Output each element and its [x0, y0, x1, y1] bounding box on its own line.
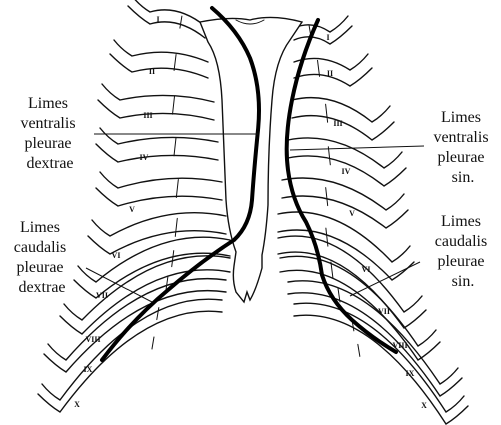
rib-left-10-upper-border — [294, 303, 464, 412]
leader-ventralis-sin — [290, 146, 424, 150]
rib-left-5-upper-border — [282, 178, 404, 210]
rib-left-3-lower-border — [292, 116, 394, 140]
rib-left-8-upper-border — [280, 256, 436, 346]
rib-numeral-left-4: IV — [342, 167, 351, 176]
rib-numeral-left-3: III — [333, 119, 342, 128]
rib-right-10-cartilage-junction — [152, 337, 154, 349]
label-caudalis-sin: Limes caudalis pleurae sin. — [435, 213, 491, 290]
rib-right-3-lower-border — [98, 100, 214, 120]
rib-right-6-cartilage-junction — [175, 218, 177, 236]
rib-numeral-right-7: VII — [96, 291, 108, 300]
label-ventralis-dextrae: Limes ventralis pleurae dextrae — [20, 95, 79, 172]
rib-numeral-right-1: I — [156, 15, 159, 24]
rib-numeral-left-9: IX — [406, 369, 415, 378]
rib-right-6-upper-border — [92, 213, 226, 236]
rib-right-3-cartilage-junction — [173, 96, 175, 114]
rib-right-4-lower-border — [96, 144, 218, 162]
label-ventralis-sin: Limes ventralis pleurae sin. — [433, 109, 492, 186]
rib-right-9-cartilage-junction — [157, 308, 159, 320]
rib-right-5-lower-border — [96, 188, 222, 206]
rib-left-5-cartilage-junction — [326, 188, 328, 206]
rib-numeral-right-5: V — [129, 205, 135, 214]
pleura-boundary-sinistra — [287, 20, 396, 352]
rib-left-10-lower-border — [294, 315, 468, 424]
rib-numeral-right-2: II — [149, 67, 155, 76]
rib-right-1-lower-border — [128, 6, 205, 38]
rib-left-10-cartilage-junction — [358, 344, 360, 356]
rib-numeral-right-10: X — [74, 400, 80, 409]
rib-left-6-lower-border — [278, 230, 414, 280]
rib-left-3-cartilage-junction — [326, 104, 328, 122]
rib-left-7-lower-border — [278, 252, 426, 328]
rib-right-2-cartilage-junction — [174, 54, 176, 70]
rib-right-3-upper-border — [102, 84, 214, 102]
rib-right-2-upper-border — [114, 40, 208, 62]
rib-numeral-right-6: VI — [112, 251, 121, 260]
rib-right-9-lower-border — [44, 291, 226, 372]
rib-numeral-right-3: III — [143, 111, 152, 120]
rib-right-8-lower-border — [60, 270, 230, 334]
rib-right-5-cartilage-junction — [176, 180, 178, 198]
rib-right-1-cartilage-junction — [180, 16, 182, 28]
rib-numeral-left-1: I — [326, 33, 329, 42]
rib-right-6-lower-border — [88, 231, 226, 254]
rib-numeral-left-2: II — [327, 69, 333, 78]
rib-left-6-upper-border — [278, 212, 410, 262]
rib-numeral-left-5: V — [349, 209, 355, 218]
rib-numeral-right-4: IV — [140, 153, 149, 162]
rib-left-4-cartilage-junction — [328, 147, 330, 165]
rib-numeral-left-10: X — [421, 401, 427, 410]
rib-right-2-lower-border — [110, 54, 208, 78]
label-caudalis-dextrae: Limes caudalis pleurae dextrae — [14, 219, 70, 296]
rib-right-7-cartilage-junction — [172, 251, 174, 267]
rib-left-1-upper-border — [294, 16, 348, 32]
rib-right-4-cartilage-junction — [174, 138, 176, 156]
rib-right-5-upper-border — [100, 172, 222, 188]
rib-right-4-upper-border — [100, 128, 218, 144]
rib-left-9-upper-border — [288, 281, 458, 384]
